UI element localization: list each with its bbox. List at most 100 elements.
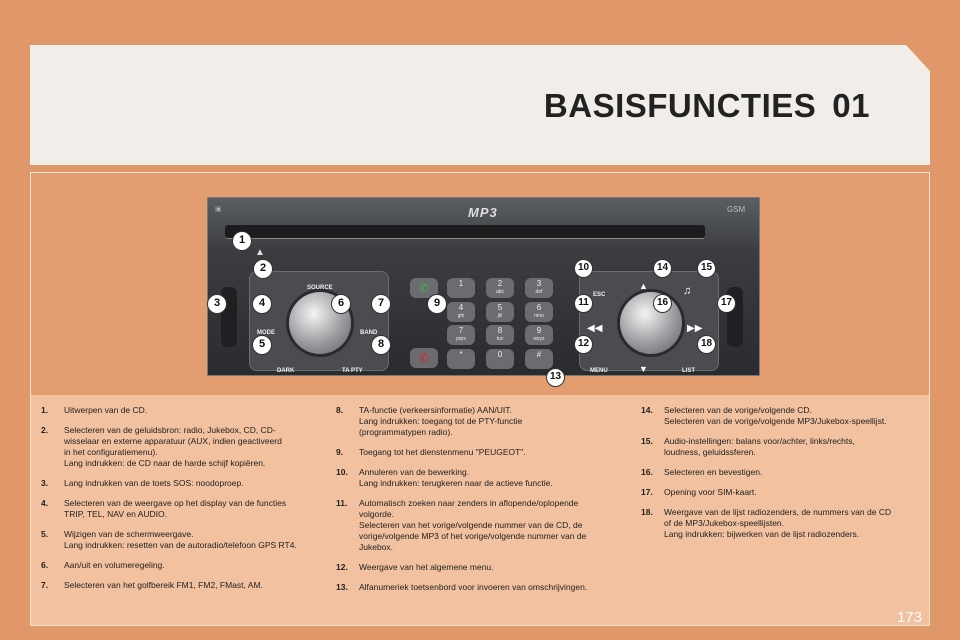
item-number: 14. bbox=[641, 405, 653, 415]
item-text: Annuleren van de bewerking. Lang indrukk… bbox=[359, 467, 553, 488]
item-text: Selecteren van de geluidsbron: radio, Ju… bbox=[64, 425, 282, 468]
list-item: 10. Annuleren van de bewerking. Lang indr… bbox=[336, 467, 626, 489]
page-title: BASISFUNCTIES 01 bbox=[544, 87, 870, 125]
keypad-key-number: 0 bbox=[497, 349, 503, 359]
keypad-key-number: 3 bbox=[536, 279, 542, 288]
keypad-key-number: # bbox=[536, 349, 542, 359]
dark-label: DARK bbox=[277, 368, 295, 374]
item-text: Automatisch zoeken naar zenders in aflop… bbox=[359, 498, 587, 552]
keypad-key-letters: jkl bbox=[497, 312, 503, 319]
item-number: 5. bbox=[41, 529, 49, 539]
keypad-key-letters: abc bbox=[495, 289, 505, 295]
list-item: 13. Alfanumeriek toetsenbord voor invoere… bbox=[336, 582, 626, 593]
list-item: 15. Audio-instellingen: balans voor/achte… bbox=[641, 436, 926, 458]
callout-marker: 5 bbox=[252, 335, 272, 355]
up-arrow-icon: ▲ bbox=[639, 281, 648, 291]
callout-marker: 3 bbox=[207, 294, 227, 314]
callout-marker: 2 bbox=[253, 259, 273, 279]
callout-marker: 6 bbox=[331, 294, 351, 314]
item-number: 12. bbox=[336, 562, 348, 572]
list-item: 6. Aan/uit en volumeregeling. bbox=[41, 560, 321, 571]
item-text: Audio-instellingen: balans voor/achter, … bbox=[664, 436, 855, 457]
item-number: 2. bbox=[41, 425, 49, 435]
list-item: 18. Weergave van de lijst radiozenders, d… bbox=[641, 507, 926, 540]
item-text: Uitwerpen van de CD. bbox=[64, 405, 148, 415]
callout-marker: 8 bbox=[371, 335, 391, 355]
item-number: 9. bbox=[336, 447, 344, 457]
mp3-logo: MP3 bbox=[468, 205, 498, 220]
keypad-key-number: 7 bbox=[458, 326, 464, 335]
list-item: 17.Opening voor SIM-kaart. bbox=[641, 487, 926, 498]
item-number: 1. bbox=[41, 405, 49, 415]
item-number: 13. bbox=[336, 582, 348, 592]
item-number: 18. bbox=[641, 507, 653, 517]
page-title-text: BASISFUNCTIES bbox=[543, 87, 817, 124]
column-1: 1. Uitwerpen van de CD. 2. Selecteren van d… bbox=[41, 405, 321, 600]
list-item: 2. Selecteren van de geluidsbron: radio, … bbox=[41, 425, 321, 469]
item-text: TA-functie (verkeersinformatie) AAN/UIT.… bbox=[359, 405, 523, 437]
keypad-key-letters: pqrs bbox=[456, 336, 466, 342]
item-text: Weergave van het algemene menu. bbox=[359, 562, 494, 572]
list-item: 16.Selecteren en bevestigen. bbox=[641, 467, 926, 478]
column-3: 14. Selecteren van de vorige/volgende CD.… bbox=[641, 405, 926, 549]
item-number: 3. bbox=[41, 478, 49, 488]
eject-icon: ▲ bbox=[255, 247, 265, 258]
down-arrow-icon: ▼ bbox=[639, 364, 648, 374]
source-label: SOURCE bbox=[307, 285, 333, 291]
item-number: 6. bbox=[41, 560, 49, 570]
item-number: 16. bbox=[641, 467, 653, 477]
keypad-key-letters: tuv bbox=[496, 336, 504, 342]
callout-marker: 12 bbox=[574, 335, 593, 354]
list-item: 3. Lang indrukken van de toets SOS: noodo… bbox=[41, 478, 321, 489]
list-item: 11.Automatisch zoeken naar zenders in af… bbox=[336, 498, 626, 553]
callout-marker: 9 bbox=[427, 294, 447, 314]
chapter-number: 01 bbox=[832, 87, 870, 124]
keypad-key: 0 bbox=[486, 348, 514, 369]
keypad-key-letters: def bbox=[535, 289, 543, 295]
item-text: Lang indrukken van de toets SOS: noodopr… bbox=[64, 478, 244, 488]
keypad-key: * bbox=[447, 348, 475, 369]
item-number: 4. bbox=[41, 498, 49, 508]
callout-marker: 4 bbox=[252, 294, 272, 314]
item-number: 7. bbox=[41, 580, 49, 590]
callout-marker: 13 bbox=[546, 368, 565, 387]
item-text: Aan/uit en volumeregeling. bbox=[64, 560, 165, 570]
esc-label: ESC bbox=[593, 292, 606, 298]
callout-marker: 10 bbox=[574, 259, 593, 278]
phone-hangup-icon: ✆ bbox=[410, 348, 438, 368]
item-text: Selecteren van de weergave op het displa… bbox=[64, 498, 287, 519]
gsm-logo: GSM bbox=[727, 205, 746, 214]
callout-marker: 7 bbox=[371, 294, 391, 314]
item-number: 8. bbox=[336, 405, 344, 415]
item-text: Selecteren van het golfbereik FM1, FM2, … bbox=[64, 580, 263, 590]
callout-marker: 17 bbox=[717, 294, 736, 313]
item-text: Weergave van de lijst radiozenders, de n… bbox=[664, 507, 892, 539]
page-number: 173 bbox=[896, 609, 922, 626]
keypad-key-number: 2 bbox=[497, 279, 503, 288]
item-number: 15. bbox=[641, 436, 653, 446]
keypad-key-number: 1 bbox=[458, 279, 464, 288]
item-text: Selecteren van de vorige/volgende CD. Se… bbox=[664, 405, 887, 426]
callout-marker: 15 bbox=[697, 259, 716, 278]
band-label: BAND bbox=[360, 330, 378, 336]
list-item: 9. Toegang tot het dienstenmenu "PEUGEOT"… bbox=[336, 447, 626, 458]
menu-label: MENU bbox=[590, 368, 608, 374]
item-number: 10. bbox=[336, 467, 348, 477]
radio-unit-illustration: ▣ MP3 GSM ▲ SOURCE MODE BAND DARK TA PTY… bbox=[207, 197, 760, 387]
item-text: Alfanumeriek toetsenbord voor invoeren v… bbox=[359, 582, 588, 592]
title-panel: BASISFUNCTIES 01 bbox=[30, 45, 930, 165]
column-2: 8. TA-functie (verkeersinformatie) AAN/UI… bbox=[336, 405, 626, 602]
list-item: 7. Selecteren van het golfbereik FM1, FM2… bbox=[41, 580, 321, 591]
callout-marker: 11 bbox=[574, 294, 593, 313]
keypad-key: # bbox=[525, 348, 553, 369]
callout-marker: 18 bbox=[697, 335, 716, 354]
list-item: 12. Weergave van het algemene menu. bbox=[336, 562, 626, 573]
item-text: Toegang tot het dienstenmenu "PEUGEOT". bbox=[359, 447, 526, 457]
keypad-key-number: 8 bbox=[497, 326, 503, 335]
